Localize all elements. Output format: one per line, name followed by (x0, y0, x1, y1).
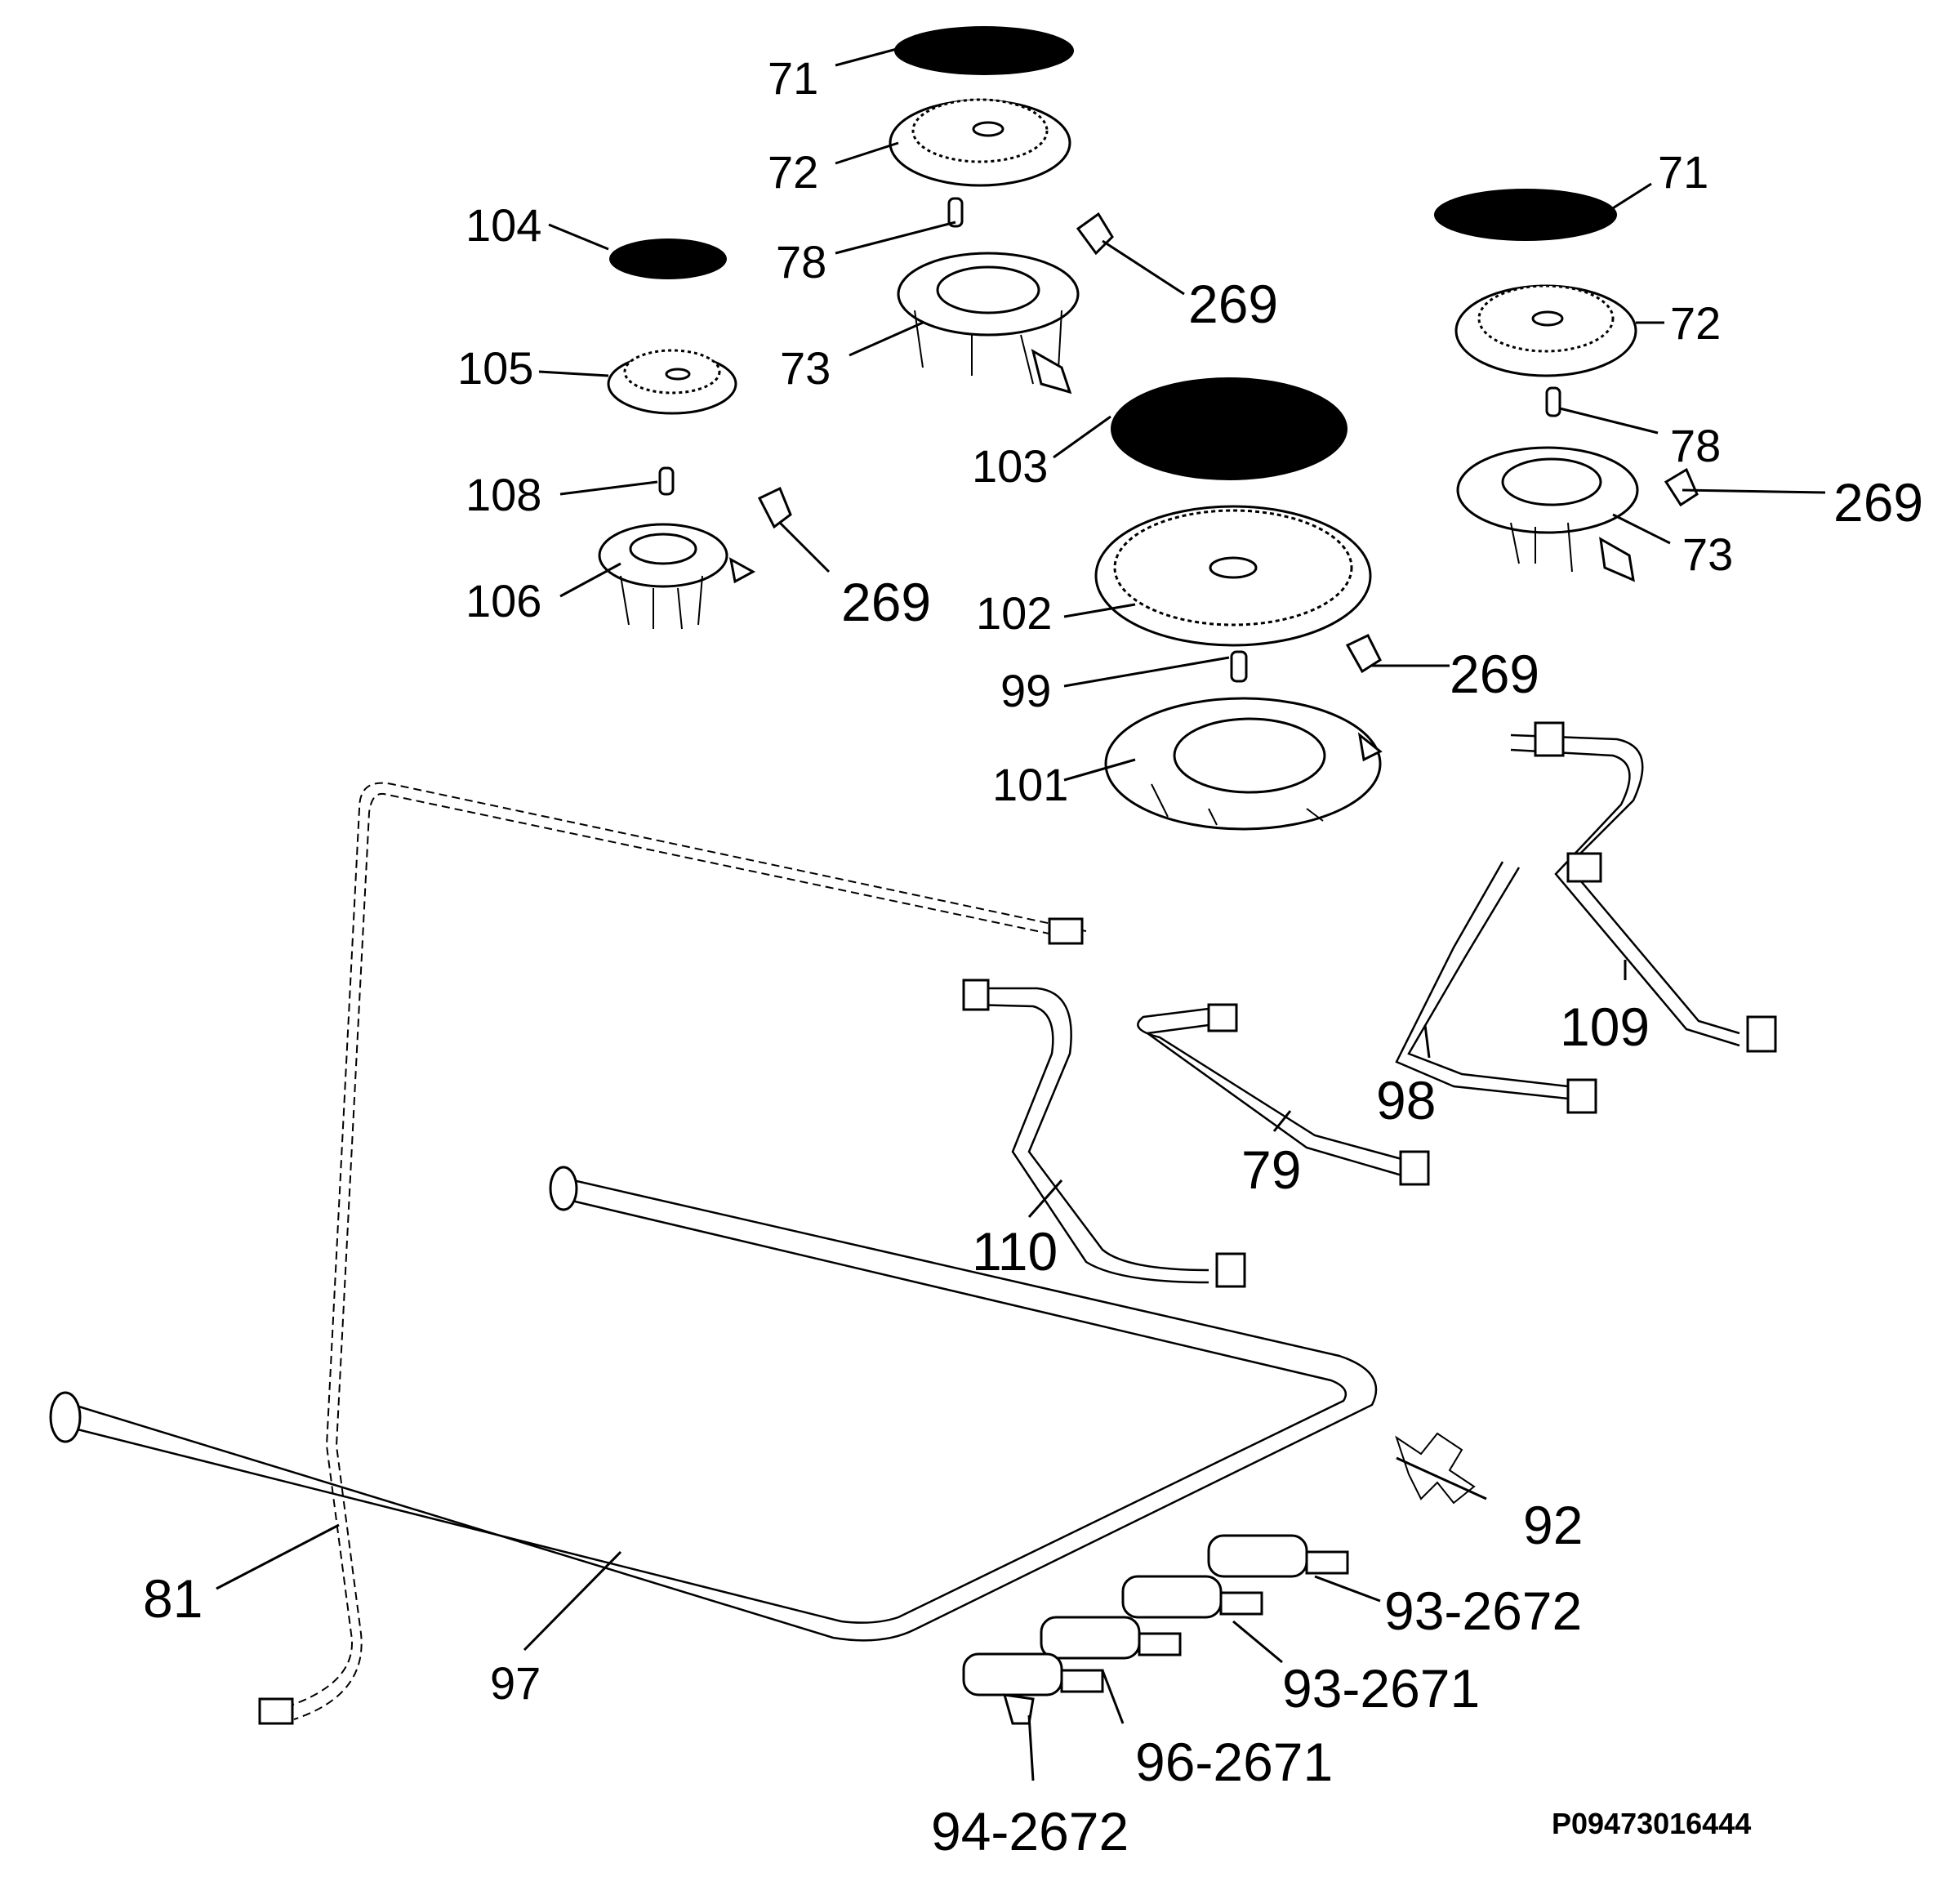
label-93-2671: 93-2671 (1282, 1658, 1480, 1719)
label-93-2672: 93-2672 (1384, 1581, 1582, 1641)
gas-pipe-81 (258, 782, 1087, 1725)
drawing-code: P09473016444 (1552, 1807, 1751, 1840)
label-102: 102 (976, 587, 1052, 639)
spark-generator-92 (1395, 1432, 1476, 1505)
gas-valve-94-2672 (962, 1652, 1104, 1725)
burner-body-101 (1104, 697, 1383, 831)
gas-pipe-110 (962, 979, 1246, 1288)
leader-lines (216, 47, 1826, 1781)
label-78-top: 78 (776, 236, 826, 288)
label-109: 109 (1560, 997, 1650, 1057)
injector-108 (658, 466, 675, 496)
burner-body-73-top (897, 252, 1080, 395)
label-104: 104 (466, 199, 541, 251)
label-103: 103 (972, 440, 1048, 492)
label-72-top: 72 (768, 146, 818, 198)
label-97: 97 (490, 1657, 541, 1709)
burner-cap-103 (1111, 377, 1348, 480)
gas-pipe-79 (1137, 1003, 1430, 1186)
burner-top-center (889, 26, 1114, 395)
callout-labels: 71 72 78 73 269 104 105 108 106 269 103 … (143, 52, 1923, 1861)
clip-269-left (757, 486, 792, 529)
gas-valve-93-2672 (1207, 1534, 1349, 1578)
clip-269-top (1076, 212, 1114, 256)
injector-78-top (947, 197, 964, 228)
label-81: 81 (143, 1568, 203, 1629)
label-108: 108 (466, 469, 541, 520)
burner-crown-72-top (889, 98, 1071, 187)
label-79: 79 (1241, 1139, 1301, 1200)
label-106: 106 (466, 575, 541, 626)
burner-cap-71-top (894, 26, 1074, 75)
label-105: 105 (457, 342, 533, 394)
gas-pipe-109 (1510, 721, 1777, 1053)
label-71-right: 71 (1658, 146, 1708, 198)
label-101: 101 (992, 759, 1068, 810)
label-78-right: 78 (1670, 420, 1721, 471)
burner-center-large (1094, 377, 1383, 831)
label-269-top: 269 (1188, 274, 1278, 334)
label-98: 98 (1376, 1070, 1436, 1130)
label-94-2672: 94-2672 (931, 1801, 1129, 1861)
label-71-top: 71 (768, 52, 818, 104)
label-72-right: 72 (1670, 297, 1721, 349)
burner-right (1434, 189, 1699, 582)
injector-78-right (1545, 386, 1561, 417)
label-110: 110 (972, 1221, 1058, 1282)
gas-pipe-97 (49, 1166, 1378, 1642)
gas-valve-93-2671 (1121, 1575, 1263, 1619)
label-96-2671: 96-2671 (1135, 1732, 1333, 1792)
label-92: 92 (1523, 1495, 1583, 1555)
gas-valve-96-2671 (1040, 1616, 1182, 1660)
label-269-left: 269 (841, 572, 931, 632)
label-99: 99 (1000, 665, 1051, 716)
label-73-right: 73 (1682, 528, 1733, 580)
label-269-right: 269 (1833, 472, 1923, 533)
burner-cap-104 (609, 239, 727, 279)
label-73-top: 73 (780, 342, 831, 394)
clip-269-center (1345, 634, 1382, 674)
burner-crown-102 (1094, 505, 1372, 647)
burner-crown-72-right (1454, 284, 1637, 377)
burner-body-73-right (1456, 446, 1639, 582)
burner-left-small (598, 239, 792, 630)
burner-body-106 (598, 523, 756, 630)
gas-pipe-98 (1395, 861, 1597, 1114)
burner-crown-105 (607, 349, 737, 415)
burner-cap-71-right (1434, 189, 1617, 241)
label-269-center: 269 (1450, 644, 1539, 704)
injector-99 (1230, 650, 1248, 683)
clip-269-right (1664, 467, 1699, 507)
